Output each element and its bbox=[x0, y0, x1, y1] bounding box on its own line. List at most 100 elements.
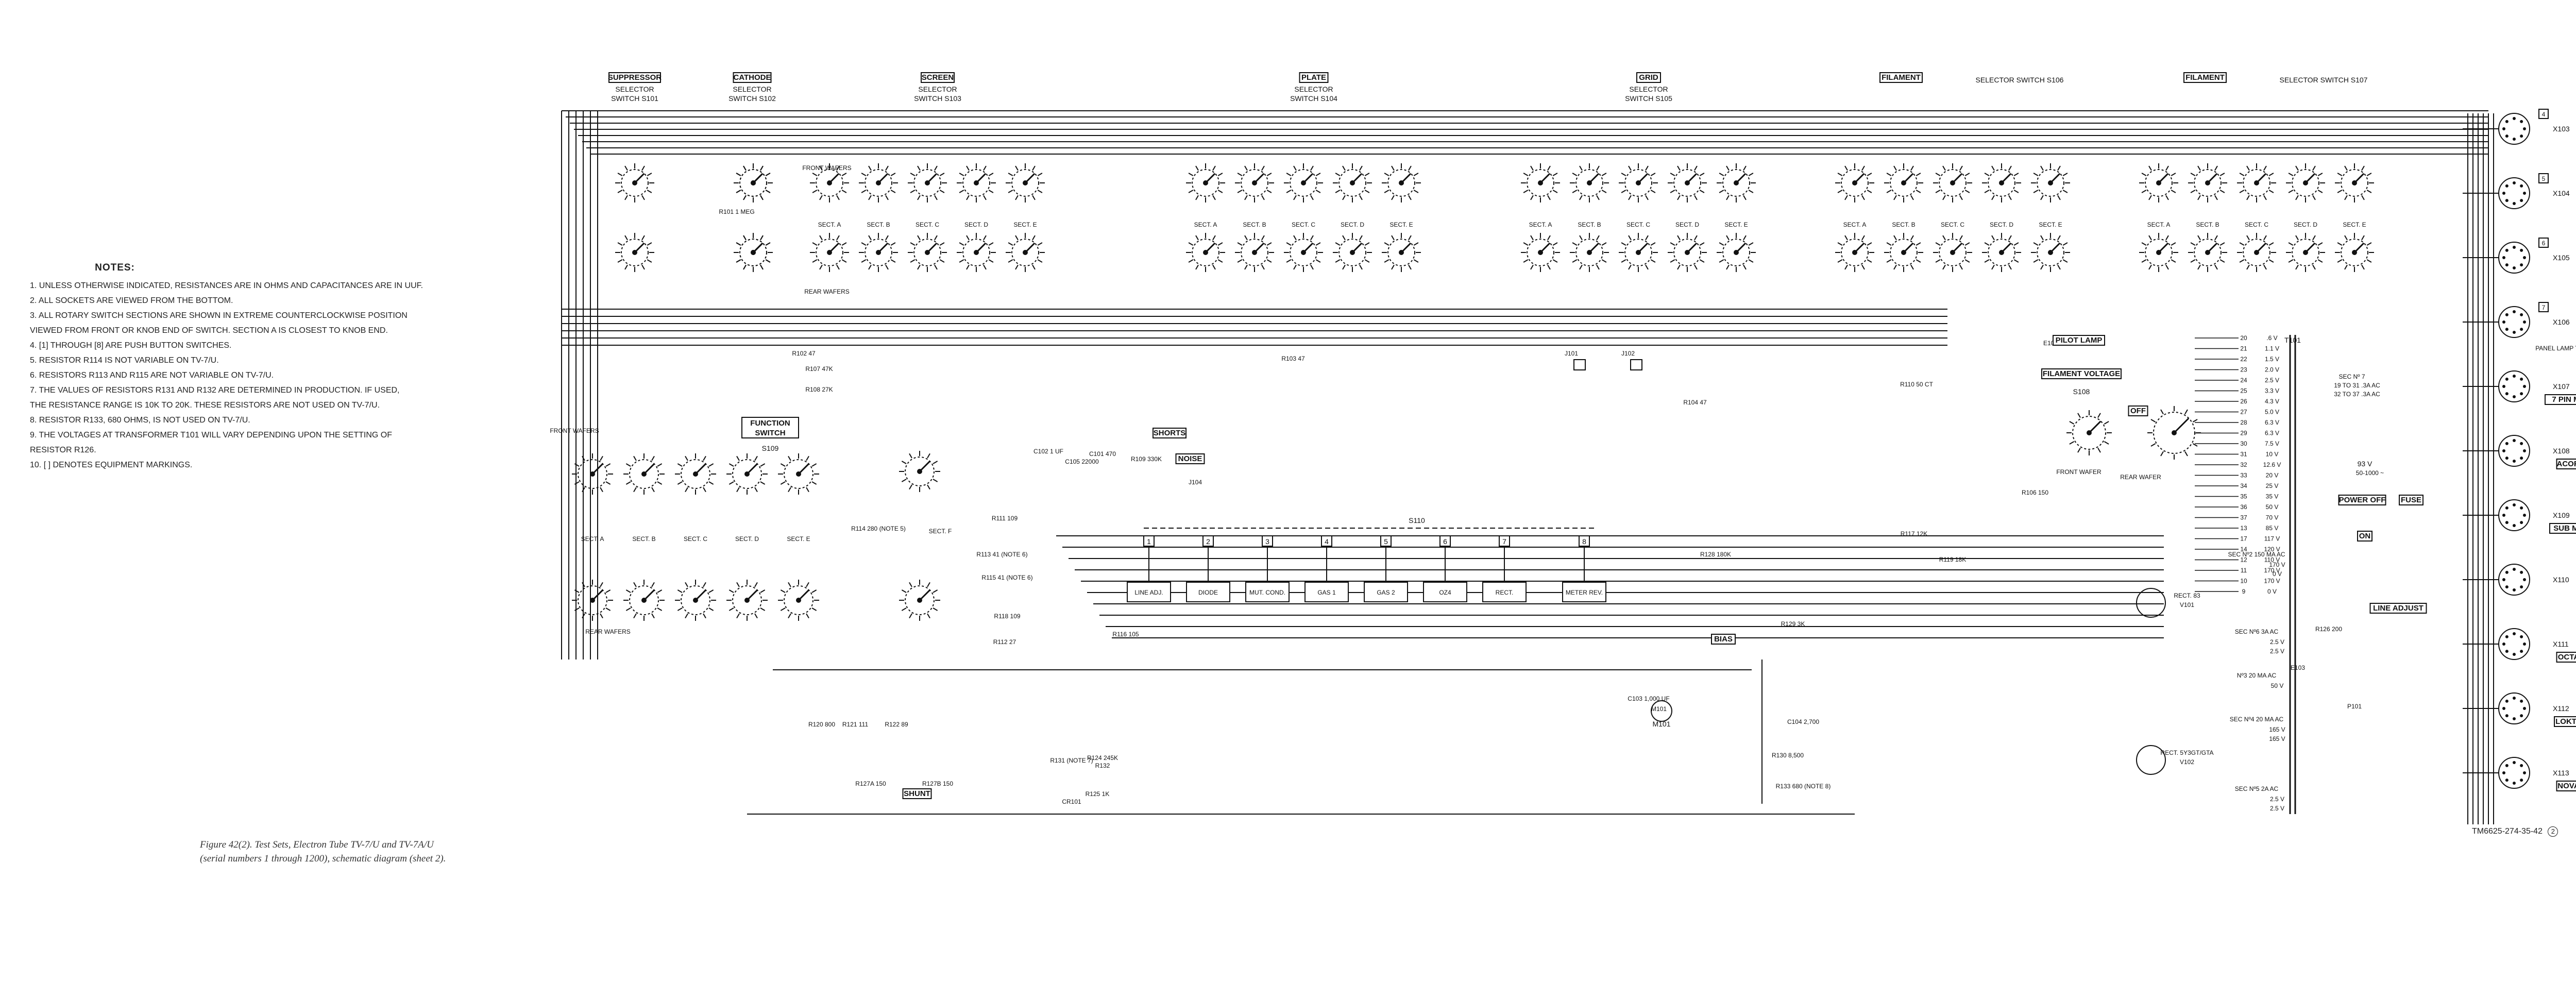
section-label: SECT. B bbox=[867, 221, 890, 228]
wafer-contact bbox=[2069, 421, 2075, 425]
wafer-contact bbox=[909, 484, 912, 490]
wafer-ring bbox=[621, 169, 649, 197]
wafer-contact bbox=[2268, 242, 2274, 246]
wafer-contact bbox=[1293, 195, 1297, 200]
socket-pin bbox=[2505, 328, 2509, 331]
wafer-wiper bbox=[1024, 173, 1036, 184]
marking-box bbox=[2041, 368, 2122, 379]
wafer-contact bbox=[988, 259, 994, 263]
wafer-contact bbox=[1261, 195, 1265, 200]
wafer-contact bbox=[754, 582, 758, 587]
rotary-wafer bbox=[2188, 233, 2227, 272]
wafer-contact bbox=[1910, 165, 1914, 171]
wafer-contact bbox=[582, 582, 585, 587]
rotary-wafer bbox=[1717, 163, 1756, 202]
wafer-ring bbox=[2194, 169, 2222, 197]
wafer-wiper bbox=[1903, 173, 1914, 184]
selector-tag: FILAMENT bbox=[1879, 72, 1923, 83]
wafer-contact bbox=[811, 481, 817, 485]
wafer-contact bbox=[1342, 235, 1346, 241]
wafer-contact bbox=[1335, 190, 1341, 193]
wafer-wiper bbox=[1952, 173, 1963, 184]
wafer-contact bbox=[1032, 235, 1036, 241]
tube-socket: X108ACORN bbox=[2498, 435, 2576, 469]
marking-text: OFF bbox=[2130, 407, 2146, 415]
wafer-contact bbox=[1261, 264, 1265, 270]
wafer-contact bbox=[2239, 242, 2245, 246]
wafer-contact bbox=[1217, 242, 1223, 246]
rotary-wafer bbox=[572, 453, 613, 495]
wafer-contact bbox=[933, 479, 938, 482]
socket-pin bbox=[2513, 266, 2516, 269]
socket-pin bbox=[2520, 456, 2523, 460]
wafer-contact bbox=[2197, 195, 2201, 200]
wafer-contact bbox=[1991, 165, 1995, 171]
wafer-ring bbox=[784, 459, 814, 489]
wafer-contact bbox=[959, 242, 964, 246]
section-label: SECT. D bbox=[1341, 221, 1364, 228]
wafer-wiper bbox=[1637, 242, 1649, 253]
wafer-contact bbox=[1413, 259, 1419, 263]
wafer-contact bbox=[2033, 190, 2039, 193]
rotary-wafer bbox=[2286, 163, 2325, 202]
wafer-contact bbox=[780, 463, 786, 467]
wafer-contact bbox=[2219, 242, 2225, 246]
wafer-contact bbox=[1861, 165, 1865, 171]
wafer-ring bbox=[681, 585, 710, 615]
wafer-contact bbox=[2239, 190, 2245, 193]
marking-text: SCREEN bbox=[922, 73, 954, 82]
wafer-ring bbox=[2341, 239, 2368, 266]
wafer-contact bbox=[939, 259, 945, 263]
wafer-contact bbox=[1886, 242, 1892, 246]
wafer-contact bbox=[2165, 264, 2169, 270]
wafer-contact bbox=[2214, 264, 2218, 270]
note-item: 1. UNLESS OTHERWISE INDICATED, RESISTANC… bbox=[30, 281, 423, 290]
wafer-contact bbox=[901, 607, 907, 611]
rotary-wafer bbox=[623, 453, 665, 495]
doc-number-text: TM6625-274-35-42 bbox=[2472, 827, 2543, 836]
wafer-contact bbox=[651, 582, 655, 587]
wafer-contact bbox=[617, 259, 623, 263]
wafer-contact bbox=[1991, 195, 1995, 200]
push-button-tag-box bbox=[1562, 582, 1606, 602]
primary-frequency: 50-1000 ~ bbox=[2356, 469, 2384, 477]
secondary-tap: 2.5 V bbox=[2270, 796, 2284, 803]
wafer-contact bbox=[574, 481, 580, 485]
component-label: R126 200 bbox=[2315, 625, 2342, 633]
socket-pin bbox=[2505, 248, 2509, 252]
wafer-contact bbox=[1244, 195, 1248, 200]
wafer-contact bbox=[1984, 242, 1990, 246]
wafer-contact bbox=[836, 235, 840, 241]
socket-pin bbox=[2513, 395, 2516, 398]
note-item: 8. RESISTOR R133, 680 OHMS, IS NOT USED … bbox=[30, 416, 250, 425]
wafer-wiper bbox=[2207, 242, 2218, 253]
wafer-ring bbox=[1387, 169, 1415, 197]
wafer-contact bbox=[736, 582, 740, 587]
wafer-contact bbox=[780, 589, 786, 593]
rotary-wafer bbox=[1668, 233, 1707, 272]
wafer-contact bbox=[624, 195, 628, 200]
wafer-wiper bbox=[1253, 242, 1265, 253]
wafer-contact bbox=[1342, 195, 1346, 200]
socket-pin bbox=[2505, 506, 2509, 510]
wafer-contact bbox=[1719, 190, 1724, 193]
wafer-contact bbox=[1596, 264, 1600, 270]
socket-pin bbox=[2520, 392, 2523, 396]
wafer-contact bbox=[1670, 190, 1675, 193]
wafer-contact bbox=[2361, 235, 2365, 241]
socket-id: X108 bbox=[2553, 447, 2570, 455]
marking-box bbox=[2338, 495, 2386, 505]
push-button-tag: OZ4 bbox=[1439, 589, 1451, 596]
wafer-contact bbox=[2148, 235, 2152, 241]
wafer-ring bbox=[578, 459, 607, 489]
wafer-contact bbox=[1935, 242, 1941, 246]
s110-label: S110 bbox=[1409, 516, 1425, 525]
wafer-contact bbox=[677, 607, 683, 611]
socket-pin bbox=[2513, 697, 2516, 700]
sec7-line2: 32 TO 37 .3A AC bbox=[2334, 391, 2380, 398]
socket-pin bbox=[2513, 588, 2516, 591]
wafer-contact bbox=[983, 235, 987, 241]
wafer-contact bbox=[2312, 165, 2316, 171]
